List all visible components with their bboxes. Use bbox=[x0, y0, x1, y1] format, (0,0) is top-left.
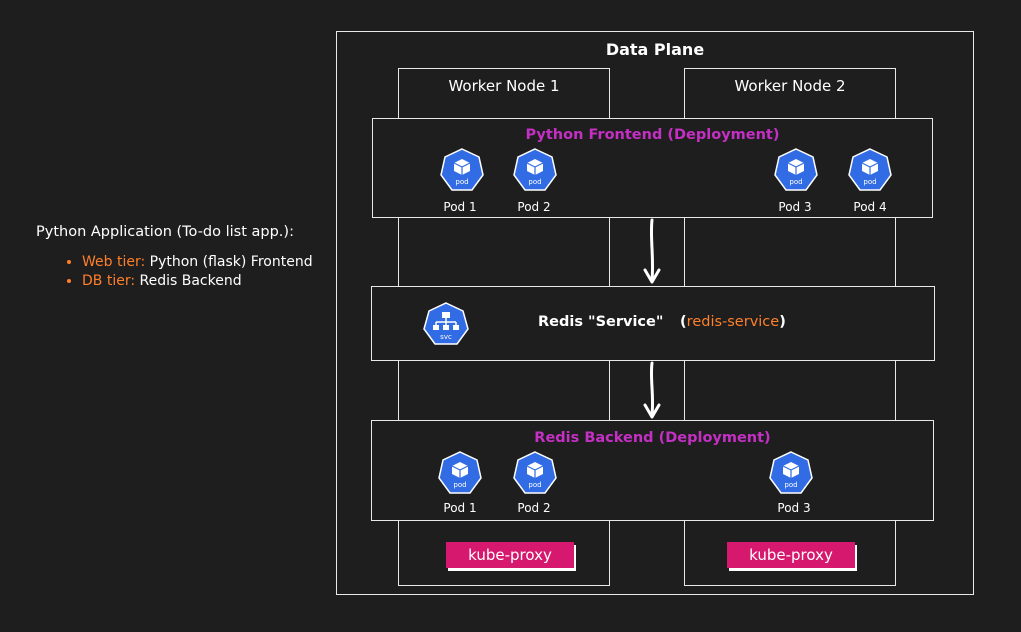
backend-pod-2: pod bbox=[513, 451, 557, 499]
svc-icon: svc bbox=[423, 302, 469, 345]
svg-text:pod: pod bbox=[453, 481, 466, 489]
app-description: Python Application (To-do list app.): We… bbox=[36, 224, 313, 292]
frontend-pod-4-label: Pod 4 bbox=[853, 200, 887, 214]
pod-icon: pod bbox=[513, 451, 557, 494]
svg-text:pod: pod bbox=[528, 481, 541, 489]
service-name: redis-service bbox=[686, 314, 780, 330]
worker-node-1-label: Worker Node 1 bbox=[448, 77, 560, 95]
frontend-pod-3: pod bbox=[774, 148, 818, 196]
arrow-to-backend bbox=[643, 361, 661, 419]
service-icon-wrap: svc bbox=[423, 302, 469, 350]
service-paren-open: ( bbox=[680, 314, 687, 330]
frontend-pod-1: pod bbox=[440, 148, 484, 196]
backend-pod-1-label: Pod 1 bbox=[443, 501, 477, 515]
backend-pod-3: pod bbox=[769, 451, 813, 499]
web-tier-item: Web tier: Python (flask) Frontend bbox=[82, 254, 313, 270]
frontend-pod-2-label: Pod 2 bbox=[517, 200, 551, 214]
service-label-text: Redis "Service" bbox=[538, 314, 664, 330]
svg-text:pod: pod bbox=[455, 178, 468, 186]
kube-proxy-node-2: kube-proxy bbox=[727, 542, 855, 568]
svg-text:pod: pod bbox=[789, 178, 802, 186]
frontend-pod-2: pod bbox=[513, 148, 557, 196]
data-plane-box bbox=[336, 31, 974, 595]
backend-pod-3-label: Pod 3 bbox=[777, 501, 811, 515]
pod-icon: pod bbox=[438, 451, 482, 494]
redis-service-label: Redis "Service" (redis-service) bbox=[538, 314, 786, 330]
backend-deployment-title: Redis Backend (Deployment) bbox=[534, 430, 771, 446]
pod-icon: pod bbox=[848, 148, 892, 191]
pod-icon: pod bbox=[774, 148, 818, 191]
kube-proxy-node-1: kube-proxy bbox=[446, 542, 574, 568]
frontend-pod-1-label: Pod 1 bbox=[443, 200, 477, 214]
frontend-pod-3-label: Pod 3 bbox=[778, 200, 812, 214]
svg-text:svc: svc bbox=[440, 333, 452, 341]
backend-pod-2-label: Pod 2 bbox=[517, 501, 551, 515]
pod-icon: pod bbox=[513, 148, 557, 191]
frontend-deployment-title: Python Frontend (Deployment) bbox=[525, 127, 780, 143]
svg-text:pod: pod bbox=[528, 178, 541, 186]
worker-node-2-label: Worker Node 2 bbox=[734, 77, 846, 95]
db-tier-item: DB tier: Redis Backend bbox=[82, 273, 313, 289]
app-heading: Python Application (To-do list app.): bbox=[36, 224, 294, 240]
svg-text:pod: pod bbox=[784, 481, 797, 489]
frontend-pod-4: pod bbox=[848, 148, 892, 196]
arrow-to-service bbox=[643, 218, 661, 284]
pod-icon: pod bbox=[769, 451, 813, 494]
tier-list: Web tier: Python (flask) Frontend DB tie… bbox=[62, 254, 313, 289]
svg-text:pod: pod bbox=[863, 178, 876, 186]
data-plane-title: Data Plane bbox=[605, 40, 705, 59]
backend-pod-1: pod bbox=[438, 451, 482, 499]
service-paren-close: ) bbox=[779, 314, 786, 330]
pod-icon: pod bbox=[440, 148, 484, 191]
